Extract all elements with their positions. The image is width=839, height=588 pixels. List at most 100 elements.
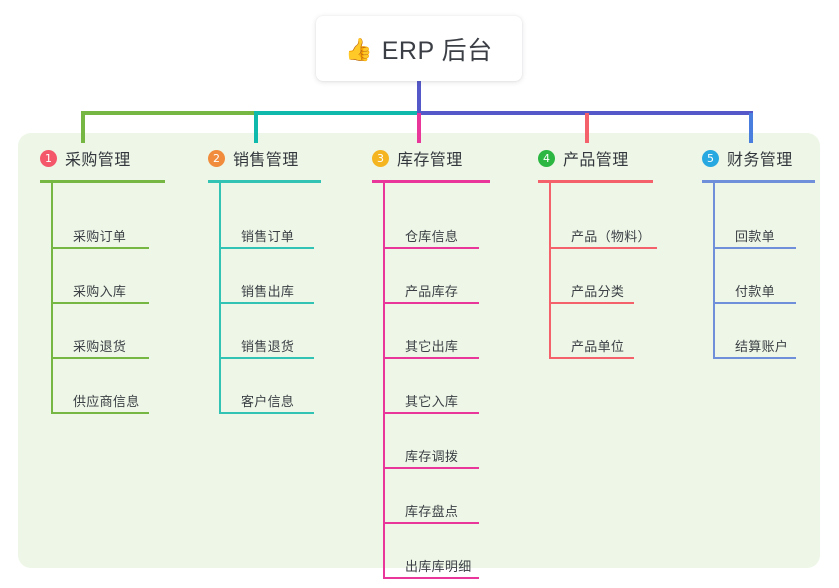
leaf-node-label: 付款单 [735, 284, 775, 299]
branch-header-rule [40, 180, 165, 183]
leaf-node-rule [549, 247, 657, 249]
connector-bus-green [81, 111, 256, 115]
root-node-card[interactable]: 👍 ERP 后台 [316, 16, 522, 81]
branch-header-rule [702, 180, 815, 183]
branch-number-badge: 4 [538, 149, 555, 167]
branch-title: 产品管理 [563, 152, 629, 169]
leaf-node-label: 出库库明细 [405, 559, 472, 574]
leaf-node-label: 库存调拨 [405, 449, 459, 464]
leaf-node-label: 采购退货 [73, 339, 127, 354]
diagram-panel [18, 133, 820, 568]
branch-number-badge: 5 [702, 149, 719, 167]
leaf-node-label: 销售订单 [241, 229, 295, 244]
leaf-node[interactable]: 产品（物料） [549, 194, 659, 249]
leaf-node[interactable]: 销售退货 [219, 304, 316, 359]
leaf-node-label: 客户信息 [241, 394, 295, 409]
branch-header-4[interactable]: 4 产品管理 [538, 145, 653, 171]
branch-number-badge: 3 [372, 149, 389, 167]
branch-title: 库存管理 [397, 152, 463, 169]
connector-bus-teal [254, 111, 419, 115]
leaf-node[interactable]: 库存盘点 [383, 469, 481, 524]
leaf-node-rule [549, 357, 634, 359]
leaf-node[interactable]: 客户信息 [219, 359, 316, 414]
connector-drop-column-2 [254, 113, 258, 143]
branch-leaf-list: 采购订单采购入库采购退货供应商信息 [40, 183, 165, 414]
leaf-node[interactable]: 出库库明细 [383, 524, 481, 579]
leaf-node-rule [713, 302, 796, 304]
leaf-node[interactable]: 采购入库 [51, 249, 151, 304]
branch-leaf-list: 销售订单销售出库销售退货客户信息 [208, 183, 321, 414]
leaf-node[interactable]: 采购退货 [51, 304, 151, 359]
leaf-node-rule [383, 247, 479, 249]
branch-leaf-list: 仓库信息产品库存其它出库其它入库库存调拨库存盘点出库库明细 [372, 183, 490, 579]
branch-number-badge: 2 [208, 149, 225, 167]
leaf-node-label: 产品（物料） [571, 229, 651, 244]
branch-header-rule [208, 180, 321, 183]
leaf-node[interactable]: 回款单 [713, 194, 798, 249]
leaf-node-rule [219, 357, 314, 359]
leaf-node-rule [51, 247, 149, 249]
leaf-node-rule [383, 357, 479, 359]
branch-spine [383, 183, 385, 579]
leaf-node[interactable]: 销售订单 [219, 194, 316, 249]
leaf-node-rule [383, 522, 479, 524]
branch-number-badge: 1 [40, 149, 57, 167]
leaf-node[interactable]: 其它出库 [383, 304, 481, 359]
leaf-node-label: 结算账户 [735, 339, 789, 354]
leaf-node-label: 其它出库 [405, 339, 459, 354]
leaf-node-rule [219, 412, 314, 414]
leaf-node-rule [383, 412, 479, 414]
leaf-node[interactable]: 库存调拨 [383, 414, 481, 469]
leaf-node-label: 库存盘点 [405, 504, 459, 519]
leaf-node[interactable]: 采购订单 [51, 194, 151, 249]
branch-spine [713, 183, 715, 359]
leaf-node-label: 销售出库 [241, 284, 295, 299]
leaf-node-label: 回款单 [735, 229, 775, 244]
leaf-node[interactable]: 结算账户 [713, 304, 798, 359]
leaf-node-label: 产品分类 [571, 284, 625, 299]
root-node-title: ERP 后台 [381, 36, 493, 65]
leaf-node[interactable]: 其它入库 [383, 359, 481, 414]
leaf-node[interactable]: 供应商信息 [51, 359, 151, 414]
leaf-node[interactable]: 仓库信息 [383, 194, 481, 249]
branch-leaf-list: 产品（物料） 产品分类产品单位 [538, 183, 657, 359]
thumbs-up-icon: 👍 [345, 36, 373, 62]
branch-header-rule [372, 180, 490, 183]
leaf-node[interactable]: 销售出库 [219, 249, 316, 304]
leaf-node-label: 其它入库 [405, 394, 459, 409]
leaf-node-label: 采购入库 [73, 284, 127, 299]
connector-drop-column-1 [81, 113, 85, 143]
leaf-node-rule [383, 467, 479, 469]
connector-drop-column-5 [749, 113, 753, 143]
leaf-node[interactable]: 付款单 [713, 249, 798, 304]
leaf-node-label: 供应商信息 [73, 394, 140, 409]
leaf-node[interactable]: 产品分类 [549, 249, 636, 304]
leaf-node-rule [51, 302, 149, 304]
leaf-node-rule [219, 247, 314, 249]
leaf-node-rule [51, 357, 149, 359]
branch-spine [51, 183, 53, 414]
branch-spine [219, 183, 221, 414]
connector-drop-column-4 [585, 113, 589, 143]
leaf-node[interactable]: 产品库存 [383, 249, 481, 304]
leaf-node-label: 产品单位 [571, 339, 625, 354]
branch-column-5: 5 财务管理回款单付款单结算账户 [702, 145, 815, 359]
leaf-node-rule [549, 302, 634, 304]
leaf-node-rule [219, 302, 314, 304]
leaf-node-rule [51, 412, 149, 414]
branch-column-3: 3 库存管理仓库信息产品库存其它出库其它入库库存调拨库存盘点出库库明细 [372, 145, 490, 579]
leaf-node-rule [383, 577, 479, 579]
branch-header-3[interactable]: 3 库存管理 [372, 145, 490, 171]
leaf-node[interactable]: 产品单位 [549, 304, 636, 359]
branch-spine [549, 183, 551, 359]
branch-title: 财务管理 [727, 152, 793, 169]
leaf-node-label: 销售退货 [241, 339, 295, 354]
leaf-node-rule [383, 302, 479, 304]
connector-stem-vertical [417, 80, 421, 113]
branch-header-5[interactable]: 5 财务管理 [702, 145, 815, 171]
connector-drop-column-3 [417, 113, 421, 143]
